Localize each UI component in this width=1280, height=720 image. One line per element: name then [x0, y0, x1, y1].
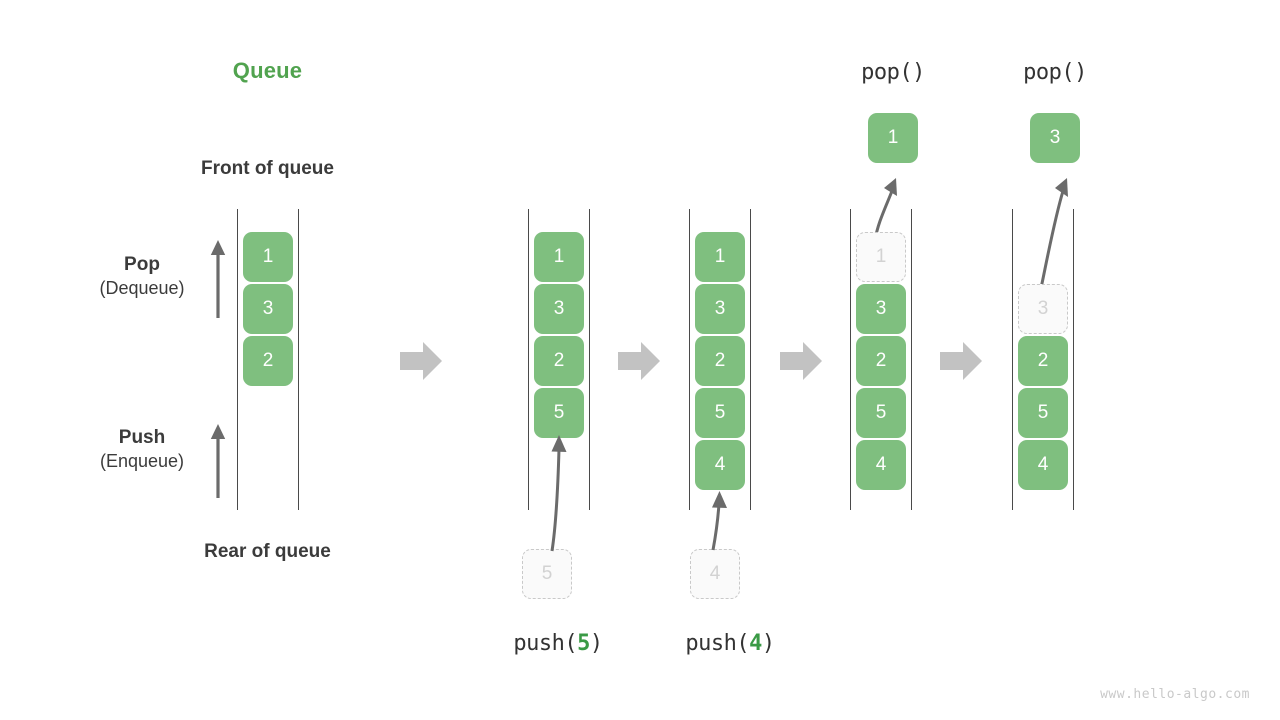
front-of-queue-label: Front of queue [201, 158, 334, 179]
queue-element: 5 [534, 388, 584, 438]
queue-rail-right-col4 [911, 209, 912, 510]
step-arrow-icon [400, 342, 442, 380]
popped-element: 3 [1030, 113, 1080, 163]
queue-element-ghost: 3 [1018, 284, 1068, 334]
queue-element: 2 [1018, 336, 1068, 386]
pop-label-sub: (Dequeue) [99, 278, 185, 299]
op-caption-value: 4 [749, 631, 762, 656]
queue-element: 3 [534, 284, 584, 334]
op-caption-push-4: push(4) [630, 631, 830, 656]
step-arrow-icon [780, 342, 822, 380]
queue-element: 5 [856, 388, 906, 438]
incoming-element-ghost: 5 [522, 549, 572, 599]
op-caption-value: 5 [577, 631, 590, 656]
op-head-pop-3: pop() [1023, 60, 1087, 85]
queue-rail-left-col2 [528, 209, 529, 510]
pop-motion-arrow [1038, 178, 1068, 294]
push-label-sub: (Enqueue) [99, 451, 185, 472]
op-caption-push-5: push(5) [458, 631, 658, 656]
push-label-title: Push [118, 427, 166, 448]
step-arrow-icon [940, 342, 982, 380]
queue-element-ghost: 1 [856, 232, 906, 282]
queue-rail-left-col4 [850, 209, 851, 510]
queue-element: 4 [695, 440, 745, 490]
op-caption-text: push( [513, 631, 578, 656]
queue-element: 1 [243, 232, 293, 282]
queue-element: 4 [1018, 440, 1068, 490]
queue-rail-left-col3 [689, 209, 690, 510]
queue-rail-left-col5 [1012, 209, 1013, 510]
queue-element: 4 [856, 440, 906, 490]
push-label: Push (Enqueue) [52, 425, 232, 474]
queue-rail-right-col1 [298, 209, 299, 510]
queue-rail-left-col1 [237, 209, 238, 510]
queue-element: 2 [695, 336, 745, 386]
op-caption-close: ) [589, 631, 603, 656]
push-motion-arrow [711, 491, 727, 551]
queue-element: 3 [695, 284, 745, 334]
queue-rail-right-col2 [589, 209, 590, 510]
op-caption-close: ) [761, 631, 775, 656]
push-direction-arrow [210, 424, 226, 498]
queue-element: 1 [695, 232, 745, 282]
queue-element: 1 [534, 232, 584, 282]
queue-rail-right-col5 [1073, 209, 1074, 510]
op-caption-text: push( [685, 631, 750, 656]
queue-element: 2 [243, 336, 293, 386]
queue-element: 5 [695, 388, 745, 438]
incoming-element-ghost: 4 [690, 549, 740, 599]
popped-element: 1 [868, 113, 918, 163]
pop-label: Pop (Dequeue) [52, 252, 232, 301]
queue-element: 2 [534, 336, 584, 386]
pop-label-title: Pop [124, 254, 160, 275]
push-motion-arrow [550, 435, 567, 552]
pop-direction-arrow [210, 240, 226, 318]
queue-rail-right-col3 [750, 209, 751, 510]
op-head-pop-1: pop() [861, 60, 925, 85]
step-arrow-icon [618, 342, 660, 380]
queue-element: 2 [856, 336, 906, 386]
rear-of-queue-label: Rear of queue [204, 541, 331, 562]
page-title: Queue [232, 58, 303, 83]
watermark: www.hello-algo.com [1100, 687, 1250, 702]
queue-element: 3 [243, 284, 293, 334]
queue-element: 3 [856, 284, 906, 334]
queue-element: 5 [1018, 388, 1068, 438]
